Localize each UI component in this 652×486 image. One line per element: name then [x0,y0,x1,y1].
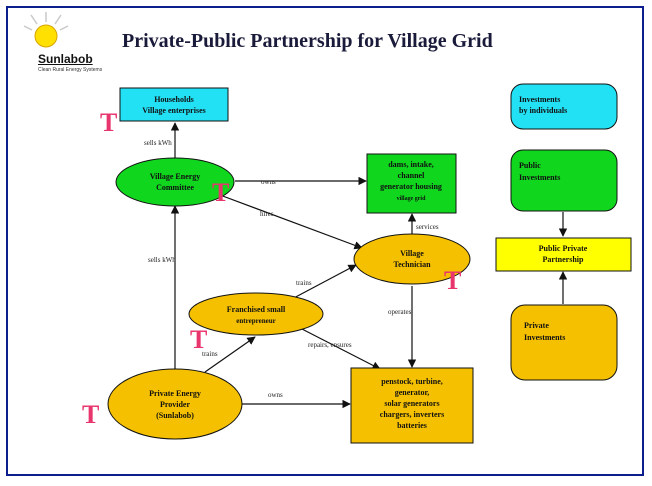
label-services: services [416,223,439,231]
svg-text:village grid: village grid [397,196,426,202]
svg-text:Village enterprises: Village enterprises [142,106,205,115]
label-hires: hires [260,210,274,218]
sun-logo-icon [23,12,69,48]
svg-text:Investments: Investments [519,95,560,104]
svg-text:Franchised small: Franchised small [227,305,286,314]
edge-hires [219,194,363,250]
svg-text:Village Energy: Village Energy [150,172,201,181]
label-repairs: repairs, ensures [308,341,352,349]
label-owns-vec: owns [261,178,276,186]
svg-text:penstock, turbine,: penstock, turbine, [381,377,443,386]
svg-text:Investments: Investments [519,173,560,182]
logo-name: Sunlabob [38,52,93,66]
svg-text:batteries: batteries [397,421,427,430]
edge-repairs [299,327,381,370]
svg-text:Partnership: Partnership [543,255,584,264]
node-equipment: penstock, turbine, generator, solar gene… [350,367,474,444]
node-dam-intake: dams, intake, channel generator housing … [366,153,457,214]
svg-text:Village: Village [400,249,424,258]
label-sells-vec: sells kWh [148,256,176,264]
svg-text:solar generators: solar generators [384,399,439,408]
label-sells-households: sells kWh [144,139,172,147]
svg-text:Investments: Investments [524,333,565,342]
label-trains-franchise: trains [202,350,218,358]
logo-tagline: Clean Rural Energy Systems [38,67,103,73]
svg-text:dams, intake,: dams, intake, [388,160,434,169]
t-mark-technician: T [444,266,461,295]
svg-text:Provider: Provider [160,400,191,409]
legend-public-investments: Public Investments [510,149,618,212]
t-mark-franchise: T [190,325,207,354]
t-mark-vec: T [212,178,229,207]
edge-trains-franchise [204,336,256,373]
page-title: Private-Public Partnership for Village G… [122,30,493,52]
node-households: Households Village enterprises [119,87,229,122]
svg-text:entrepreneur: entrepreneur [236,317,275,325]
legend-private-investments: Private Investments [510,304,618,381]
svg-text:Public: Public [519,161,541,170]
t-mark-households: T [100,108,117,137]
svg-text:Committee: Committee [156,183,194,192]
t-mark-provider: T [82,400,99,429]
svg-text:Households: Households [154,95,194,104]
edge-trains-tech [289,264,357,301]
svg-text:by individuals: by individuals [519,106,567,115]
svg-text:Technician: Technician [393,260,431,269]
svg-text:Private: Private [524,321,549,330]
node-village-energy-committee: Village Energy Committee [115,157,235,207]
legend-public-private-partnership: Public Private Partnership [495,237,632,272]
node-village-technician: Village Technician [353,233,471,285]
label-trains-tech: trains [296,279,312,287]
label-operates: operates [388,308,412,316]
svg-text:Public Private: Public Private [539,244,588,253]
svg-text:(Sunlabob): (Sunlabob) [156,411,194,420]
svg-text:chargers, inverters: chargers, inverters [380,410,444,419]
svg-text:Private Energy: Private Energy [149,389,201,398]
legend-investments-individuals: Investments by individuals [510,83,618,130]
label-owns-provider: owns [268,391,283,399]
node-franchised-entrepreneur: Franchised small entrepreneur [188,292,324,336]
svg-text:channel: channel [398,171,425,180]
node-private-energy-provider: Private Energy Provider (Sunlabob) [107,368,243,440]
svg-text:generator housing: generator housing [380,182,442,191]
svg-text:generator,: generator, [395,388,430,397]
